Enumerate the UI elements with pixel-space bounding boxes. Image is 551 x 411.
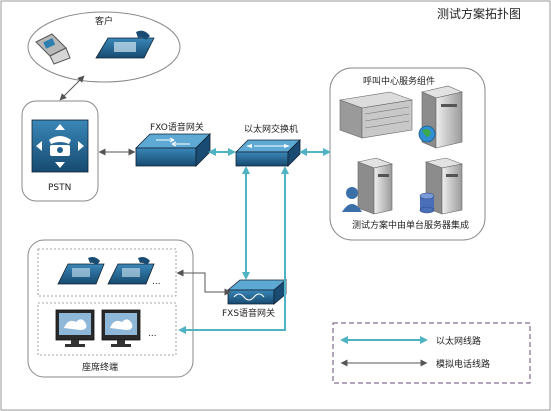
legend-box xyxy=(332,322,531,384)
callcenter-caption: 测试方案中由单台服务器集成 xyxy=(352,219,469,231)
seat-monitor-icon xyxy=(101,309,141,347)
pstn-label: PSTN xyxy=(48,183,71,193)
seat-phone-icon xyxy=(107,257,155,285)
seat-monitor-icon xyxy=(55,309,95,347)
phone-more: ... xyxy=(152,277,161,287)
desk-phone-icon xyxy=(95,30,155,59)
pstn-phone-icon xyxy=(31,119,89,173)
link-switch-monitors xyxy=(178,166,289,334)
fxo-gateway-label: FXO语音网关 xyxy=(150,121,204,133)
seat-phone-icon xyxy=(57,257,105,285)
link-customer-pstn xyxy=(59,75,85,101)
rack-server-icon xyxy=(338,91,414,139)
callcenter-label: 呼叫中心服务组件 xyxy=(363,75,435,87)
ethernet-switch-icon xyxy=(235,139,301,167)
seat-group xyxy=(27,239,194,378)
seat-group-label: 座席终端 xyxy=(82,361,118,373)
phone-row xyxy=(37,248,177,297)
database-server-icon xyxy=(419,157,464,215)
fxs-gateway-icon xyxy=(226,279,288,305)
legend-ethernet-label: 以太网线路 xyxy=(436,335,481,347)
fxo-gateway-icon xyxy=(135,133,211,167)
monitor-row xyxy=(37,302,177,356)
agent-server-icon xyxy=(342,157,394,215)
legend-analog-label: 模拟电话线路 xyxy=(436,358,490,370)
link-fxs-phones xyxy=(176,269,232,296)
ethernet-switch-label: 以太网交换机 xyxy=(244,123,298,135)
monitor-more: ... xyxy=(148,329,157,339)
web-server-icon xyxy=(418,85,463,149)
diagram-title: 测试方案拓扑图 xyxy=(437,6,521,21)
fxs-gateway-label: FXS语音网关 xyxy=(222,307,275,319)
customer-label: 客户 xyxy=(95,15,113,27)
mobile-phone-icon xyxy=(35,33,71,65)
